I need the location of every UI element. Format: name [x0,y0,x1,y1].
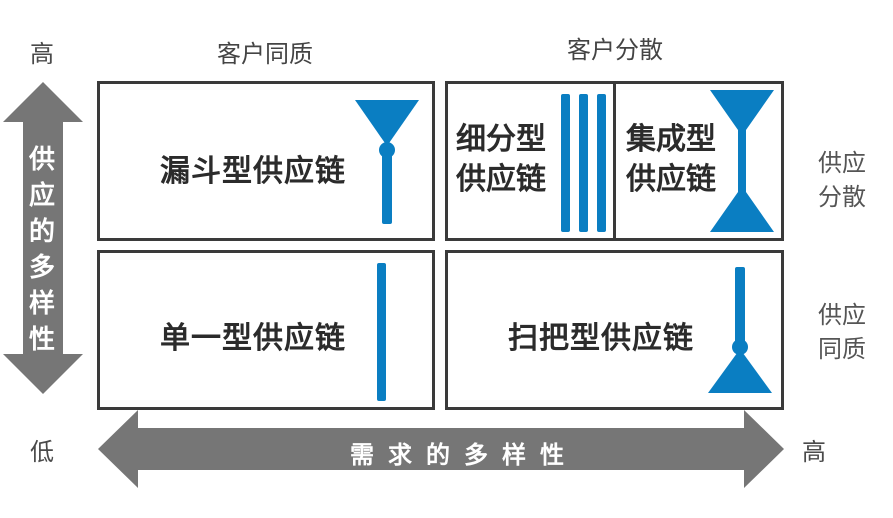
hourglass-icon [710,90,774,232]
broom-title: 扫把型供应链 [508,321,694,356]
horizontal-axis-low-label: 低 [30,438,54,466]
integrated-title: 集成型 供应链 [626,122,716,197]
quadrant-single: 单一型供应链 [97,250,435,410]
single-bar-icon [377,263,386,401]
segmented-title: 细分型 供应链 [456,122,546,197]
vertical-axis-high-label: 高 [30,40,54,68]
vertical-axis-label: 供应的多样性 [29,145,56,355]
quadrant-broom: 扫把型供应链 [445,250,784,410]
horizontal-axis-high-label: 高 [802,438,826,466]
quadrant-dispersed-top: 细分型 供应链 集成型 供应链 [445,81,784,241]
row-label-supply-dispersed: 供应 分散 [818,149,866,211]
row-label-supply-homogeneous: 供应 同质 [818,301,866,363]
funnel-title: 漏斗型供应链 [160,154,346,189]
horizontal-axis-label: 需求的多样性 [350,441,578,469]
horizontal-double-arrow [98,410,784,488]
column-header-dispersed: 客户分散 [567,36,663,64]
broom-icon [708,267,772,393]
quadrant-divider [613,84,616,238]
three-bars-icon [561,94,606,232]
quadrant-funnel: 漏斗型供应链 [97,81,435,241]
column-header-homogeneous: 客户同质 [217,40,313,68]
funnel-icon [355,100,419,224]
vertical-double-arrow [3,82,83,394]
single-title: 单一型供应链 [160,321,346,356]
